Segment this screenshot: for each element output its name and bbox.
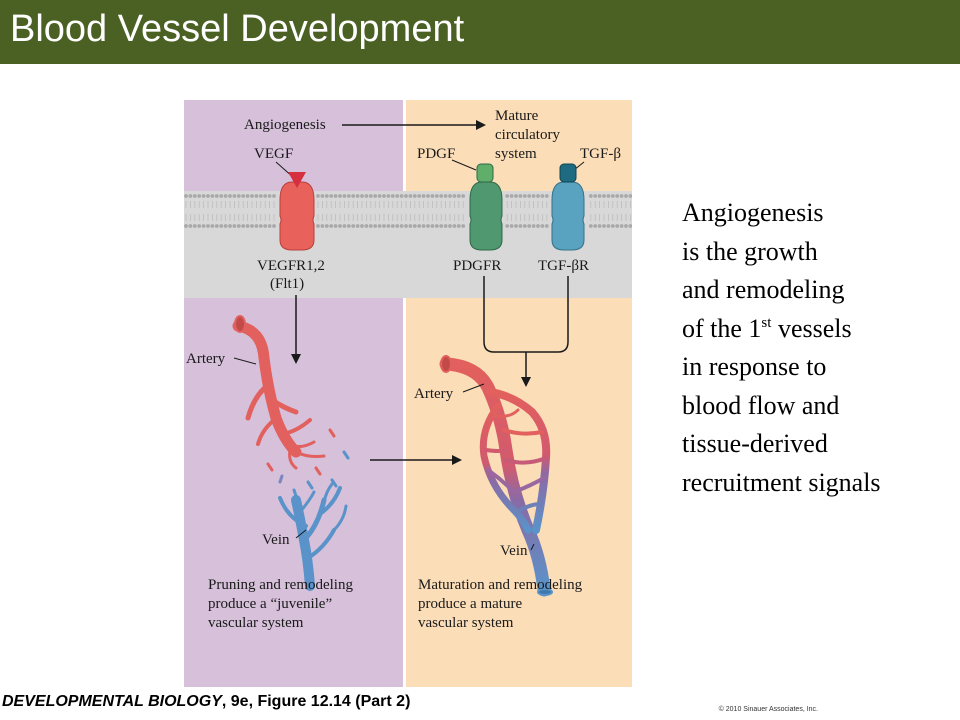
mature-artery-opening xyxy=(440,355,452,373)
right-caption-line-1: Maturation and remodeling xyxy=(418,577,583,593)
figure-diagram: Angiogenesis Mature circulatory system V… xyxy=(184,100,632,687)
right-artery-label: Artery xyxy=(414,386,454,402)
description-line-6: blood flow and xyxy=(682,390,840,420)
pdgf-label: PDGF xyxy=(417,146,455,162)
left-caption-line-3: vascular system xyxy=(208,615,304,631)
vegfr-receptor xyxy=(279,181,315,251)
description-line-4: of the 1st vessels xyxy=(682,310,881,349)
right-vein-label: Vein xyxy=(500,543,528,559)
description-line-5: in response to xyxy=(682,352,827,381)
mature-vessel-network xyxy=(439,357,551,597)
right-artery-leader xyxy=(462,383,485,393)
panel-divider xyxy=(403,100,406,687)
description-line-4-sup: st xyxy=(761,314,772,331)
right-vein-leader xyxy=(530,543,535,551)
angiogenesis-description: Angiogenesis is the growth and remodelin… xyxy=(682,194,881,502)
tgfbr-receptor xyxy=(551,181,585,251)
juvenile-artery-opening xyxy=(234,315,246,333)
juvenile-vein xyxy=(278,482,348,591)
vessel-fragments xyxy=(266,428,350,498)
left-vein-label: Vein xyxy=(262,532,290,548)
right-caption-line-3: vascular system xyxy=(418,615,514,631)
tgfbr-label: TGF-βR xyxy=(538,258,589,274)
juvenile-artery xyxy=(232,320,326,470)
title-bar: Blood Vessel Development xyxy=(0,0,960,64)
mature-vein-opening xyxy=(537,588,553,596)
mature-system-line-1: Mature xyxy=(495,108,539,124)
description-line-3: and remodeling xyxy=(682,275,845,304)
book-title: DEVELOPMENTAL BIOLOGY xyxy=(2,693,222,710)
tgfb-label: TGF-β xyxy=(580,146,621,162)
vegf-label: VEGF xyxy=(254,146,293,162)
pdgfr-label: PDGFR xyxy=(453,258,501,274)
copyright-notice: © 2010 Sinauer Associates, Inc. xyxy=(718,706,818,713)
slide-title: Blood Vessel Development xyxy=(10,8,465,50)
left-vein-leader xyxy=(295,529,307,539)
description-line-2: is the growth xyxy=(682,236,818,266)
pdgfr-receptor xyxy=(469,181,503,251)
vegfr-label-line-1: VEGFR1,2 xyxy=(257,258,325,274)
lipid-bilayer xyxy=(184,194,632,228)
vegfr-label-line-2: (Flt1) xyxy=(270,276,304,292)
description-line-7: tissue-derived xyxy=(682,429,828,458)
mature-system-line-3: system xyxy=(495,146,537,162)
description-line-4-post: vessels xyxy=(771,313,852,343)
left-artery-label: Artery xyxy=(186,351,226,367)
tgfb-ligand xyxy=(559,163,577,183)
description-line-4-pre: of the 1 xyxy=(682,313,762,343)
description-line-8: recruitment signals xyxy=(682,467,881,497)
description-line-1: Angiogenesis xyxy=(682,198,824,227)
pdgf-ligand xyxy=(476,163,494,183)
pdgf-leader xyxy=(451,159,477,171)
mature-system-line-2: circulatory xyxy=(495,127,560,143)
left-artery-leader xyxy=(233,357,257,365)
figure-reference: , 9e, Figure 12.14 (Part 2) xyxy=(221,693,411,710)
vegf-ligand xyxy=(288,172,306,188)
right-caption-line-2: produce a mature xyxy=(418,596,522,612)
left-caption-line-2: produce a “juvenile” xyxy=(208,596,332,612)
left-caption-line-1: Pruning and remodeling xyxy=(208,577,353,593)
figure-source: DEVELOPMENTAL BIOLOGY, 9e, Figure 12.14 … xyxy=(2,693,410,711)
angiogenesis-label: Angiogenesis xyxy=(244,117,326,133)
